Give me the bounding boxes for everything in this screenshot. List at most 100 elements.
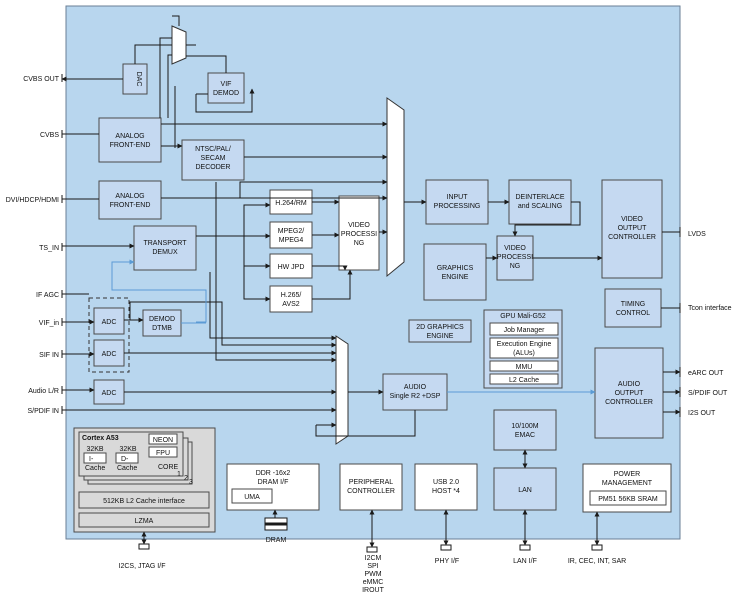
vproc1-label-2: PROCESSI [341, 231, 377, 238]
aout-label-1: AUDIO [618, 381, 641, 388]
input-proc-label-1: INPUT [447, 194, 469, 201]
afe2-label-1: ANALOG [115, 193, 144, 200]
demod-dtmb-block [142, 309, 182, 337]
uma-block [231, 488, 273, 504]
io-periph-4: eMMC [363, 579, 384, 586]
h264-label: H.264/RM [275, 200, 307, 207]
io-tcon: Tcon interface [688, 305, 732, 312]
input-processing-block [425, 179, 489, 225]
timing-label-1: TIMING [621, 301, 646, 308]
io-phy: PHY I/F [435, 558, 459, 565]
gpu-l2-label: L2 Cache [509, 377, 539, 384]
transport-label-2: DEMUX [152, 249, 178, 256]
gfx2d-block [408, 319, 472, 343]
input-proc-label-2: PROCESSING [434, 203, 481, 210]
dcache-size: 32KB [119, 446, 136, 453]
mux-top [171, 25, 187, 65]
emac-label-2: EMAC [515, 432, 535, 439]
l2-label: 512KB L2 Cache interface [103, 498, 185, 505]
gpu-job-label: Job Manager [504, 327, 546, 334]
mpeg-block [269, 221, 313, 249]
ddr-label-1: DDR -16x2 [256, 470, 291, 477]
audio-label-1: AUDIO [404, 384, 427, 391]
h265-block [269, 285, 313, 313]
adc-3-label: ADC [102, 390, 117, 397]
emac-block [493, 409, 557, 451]
dcache-label-1: D- [121, 456, 129, 463]
l2-cache-block [78, 491, 210, 509]
fpu-block [148, 446, 178, 458]
emac-label-1: 10/100M [511, 423, 538, 430]
vif-demod-label-2: DEMOD [213, 90, 239, 97]
ntsc-label-2: SECAM [201, 155, 226, 162]
bottom-io: I2CS, JTAG I/F I2CM SPI PWM eMMC IROUT P… [119, 555, 627, 594]
gfx2d-label-2: ENGINE [427, 333, 454, 340]
power-label-1: POWER [614, 471, 640, 478]
mpeg-label-2: MPEG4 [279, 237, 304, 244]
gpu-mmu [489, 360, 559, 372]
icache-label-2: Cache [85, 465, 105, 472]
io-ts-in: TS_IN [39, 245, 59, 252]
ddr-label-2: DRAM I/F [258, 479, 289, 486]
graphics-engine-block [423, 243, 487, 301]
io-cvbs-out: CVBS OUT [23, 76, 60, 83]
io-lvds: LVDS [688, 231, 706, 238]
h264-block [269, 189, 313, 215]
usb-label-1: USB 2.0 [433, 479, 459, 486]
bottom-pins [138, 543, 603, 553]
video-mux [386, 97, 405, 278]
io-spdif-out: S/PDIF OUT [688, 390, 728, 397]
io-sif-in: SIF IN [39, 352, 59, 359]
vproc2-label-2: PROCESSI [497, 254, 533, 261]
core-num-1: 1 [177, 471, 181, 478]
dram-label: DRAM [266, 537, 287, 544]
hwjpd-label: HW JPD [278, 264, 305, 271]
core-num-3: 3 [189, 479, 193, 486]
vproc1-label-3: NG [354, 240, 365, 247]
io-i2s-out: I2S OUT [688, 410, 716, 417]
io-audio-lr: Audio L/R [28, 388, 59, 395]
aout-label-3: CONTROLLER [605, 399, 653, 406]
io-periph-3: PWM [364, 571, 381, 578]
io-periph-1: I2CM [365, 555, 382, 562]
lan-label: LAN [518, 487, 532, 494]
usb-label-2: HOST *4 [432, 488, 460, 495]
fpu-label: FPU [156, 450, 170, 457]
transport-label-1: TRANSPORT [143, 240, 187, 247]
deinterlace-block [508, 179, 572, 225]
vif-demod-block [207, 72, 245, 104]
ntsc-label-1: NTSC/PAL/ [195, 146, 231, 153]
gfx2d-label-1: 2D GRAPHICS [416, 324, 464, 331]
io-periph-2: SPI [367, 563, 378, 570]
graphics-label-1: GRAPHICS [437, 265, 474, 272]
neon-label: NEON [153, 437, 173, 444]
ntsc-label-3: DECODER [195, 164, 230, 171]
mpeg-label-1: MPEG2/ [278, 228, 305, 235]
dcache-block [115, 452, 139, 464]
left-io: CVBS OUT CVBS DVI/HDCP/HDMI TS_IN IF AGC… [6, 74, 63, 415]
deint-label-1: DEINTERLACE [515, 194, 564, 201]
core-label: CORE [158, 464, 179, 471]
power-label-2: MANAGEMENT [602, 480, 653, 487]
gpu-l2 [489, 373, 559, 385]
vproc1-label-1: VIDEO [348, 222, 370, 229]
video-processing-1 [338, 195, 380, 271]
dac-label: DAC [135, 72, 142, 87]
ntsc-decoder-block [181, 139, 245, 181]
io-lan: LAN I/F [513, 558, 537, 565]
gpu-job-manager [489, 322, 559, 336]
core-num-2: 2 [184, 475, 188, 482]
h265-label-2: AVS2 [282, 301, 299, 308]
aout-label-2: OUTPUT [615, 390, 645, 397]
peripheral-controller [339, 463, 403, 511]
uma-label: UMA [244, 494, 260, 501]
vout-label-2: OUTPUT [618, 225, 648, 232]
vout-label-1: VIDEO [621, 216, 643, 223]
graphics-label-2: ENGINE [442, 274, 469, 281]
right-io: LVDS Tcon interface eARC OUT S/PDIF OUT … [688, 231, 732, 417]
gpu-title: GPU Mali-G52 [500, 313, 546, 320]
io-if-agc: IF AGC [36, 292, 59, 299]
adc-block-1 [93, 307, 125, 335]
analog-front-end-2 [98, 180, 162, 220]
cortex-label: Cortex A53 [82, 435, 119, 442]
